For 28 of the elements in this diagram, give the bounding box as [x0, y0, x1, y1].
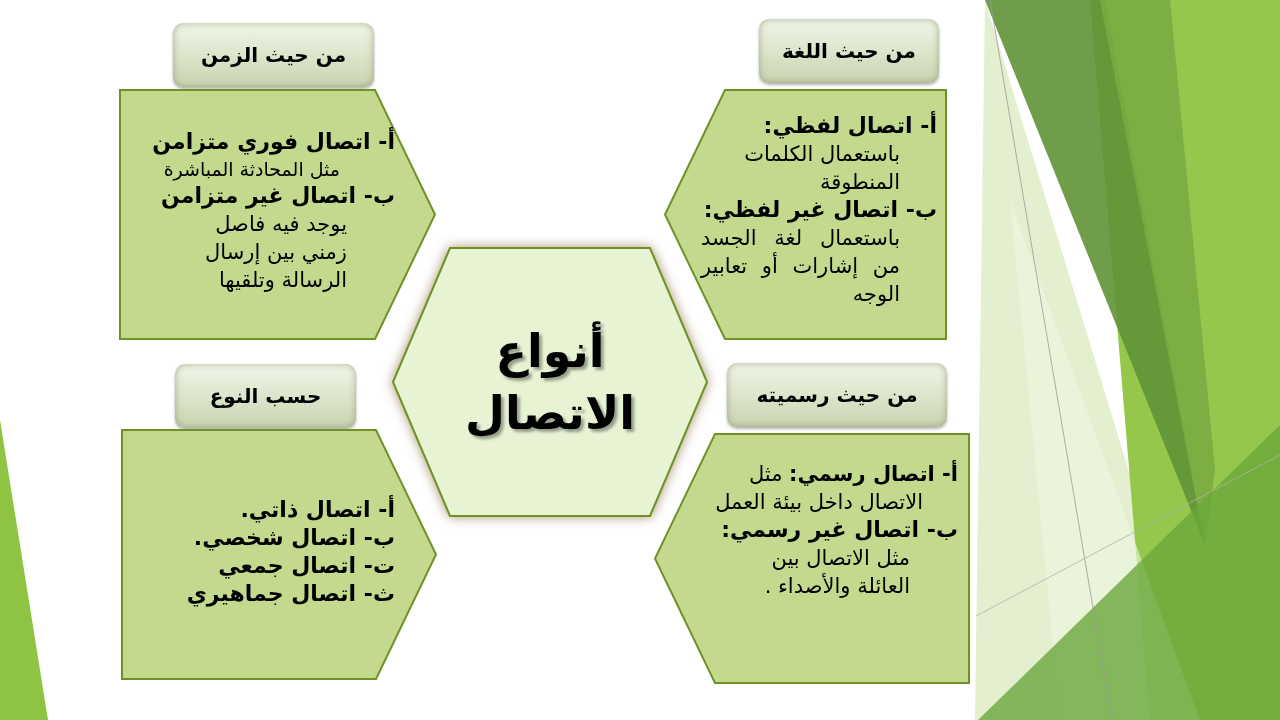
list-heading: ب- اتصال غير لفظي:	[702, 196, 937, 224]
list-text: باستعمال لغة الجسد من إشارات أو تعابير الوجه	[701, 225, 901, 308]
list-item: أ- اتصال رسمي: مثل الاتصال داخل بيئة العمل	[715, 460, 958, 516]
category-label: من حيث اللغة	[782, 39, 916, 63]
category-tab	[175, 364, 356, 428]
list-text: مثل المحادثة المباشرة	[162, 157, 341, 182]
list-text: باستعمال الكلمات المنطوقة	[743, 141, 901, 196]
list-heading: أ- اتصال ذاتي.	[239, 496, 395, 524]
category-tab	[727, 363, 947, 427]
list-heading: أ- اتصال فوري متزامن	[151, 128, 395, 156]
content-pentagon	[655, 434, 969, 683]
category-label: حسب النوع	[209, 384, 322, 408]
category-tab	[759, 19, 939, 83]
list-heading: أ- اتصال لفظي:	[762, 112, 937, 140]
category-label: من حيث الزمن	[200, 43, 347, 67]
category-tab	[173, 23, 374, 87]
list-text: مثل الاتصال بين العائلة والأصداء .	[763, 545, 911, 600]
list-heading: ث- اتصال جماهيري	[185, 580, 395, 608]
hexagon-title: أنواع الاتصال	[455, 320, 645, 444]
content-pentagon	[665, 90, 946, 339]
content-pentagon	[120, 90, 435, 339]
list-heading: ب- اتصال غير رسمي:	[720, 516, 958, 544]
list-heading: ب- اتصال غير متزامن	[160, 182, 395, 210]
list-heading: ت- اتصال جمعي	[217, 552, 395, 580]
content-pentagon	[122, 430, 436, 679]
list-heading: ب- اتصال شخصي.	[192, 524, 395, 552]
category-label: من حيث رسميته	[756, 383, 918, 407]
list-text: يوجد فيه فاصل زمني بين إرسال الرسالة وتلقيها	[204, 211, 348, 294]
